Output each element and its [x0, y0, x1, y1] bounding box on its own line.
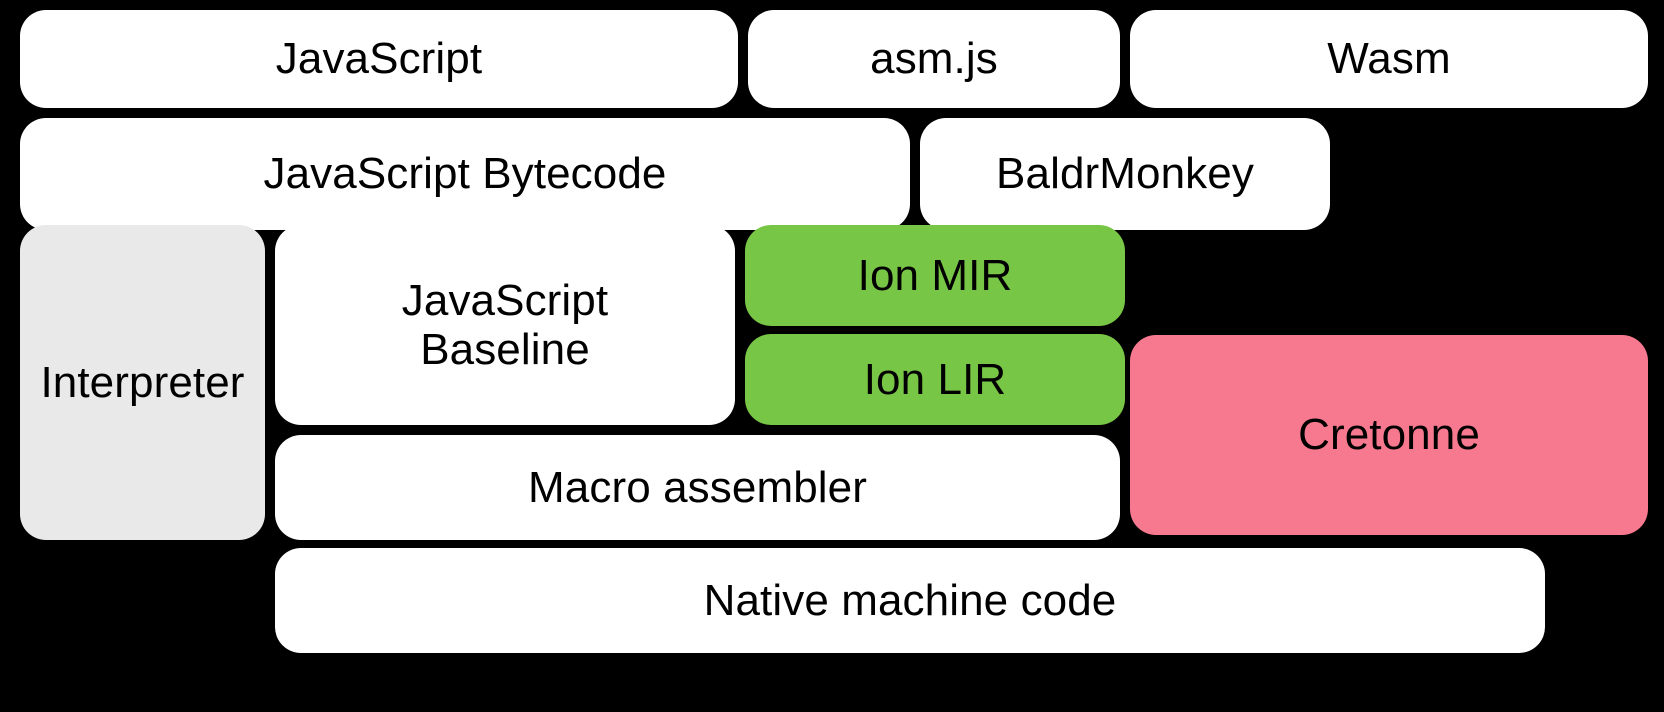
diagram-node-cretonne: Cretonne — [1130, 335, 1648, 535]
diagram-node-interpreter: Interpreter — [20, 225, 265, 540]
diagram-node-baldrmonkey: BaldrMonkey — [920, 118, 1330, 230]
diagram-node-ion-mir: Ion MIR — [745, 225, 1125, 326]
diagram-node-wasm: Wasm — [1130, 10, 1648, 108]
diagram-node-native-machine-code: Native machine code — [275, 548, 1545, 653]
diagram-node-javascript-bytecode: JavaScript Bytecode — [20, 118, 910, 230]
diagram-node-javascript-baseline: JavaScript Baseline — [275, 225, 735, 425]
diagram-node-ion-lir: Ion LIR — [745, 334, 1125, 425]
diagram-node-asmjs: asm.js — [748, 10, 1120, 108]
diagram-node-javascript: JavaScript — [20, 10, 738, 108]
diagram-node-macro-assembler: Macro assembler — [275, 435, 1120, 540]
